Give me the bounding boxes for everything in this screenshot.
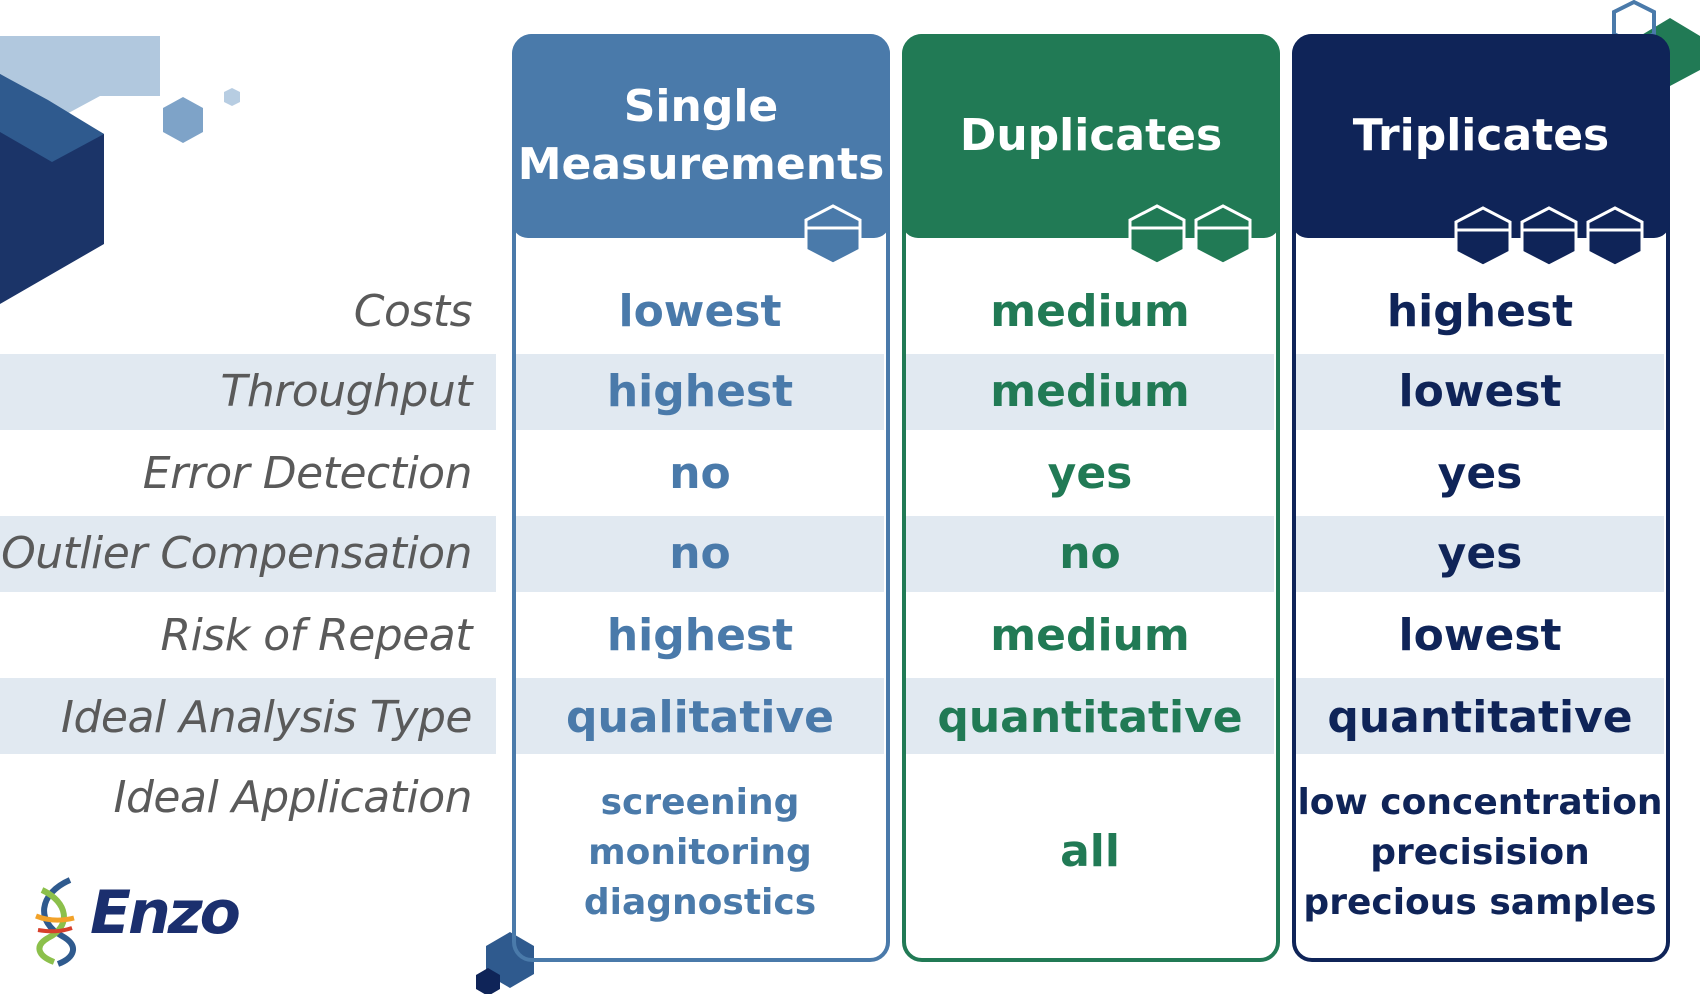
cell-triplicates-throughput: lowest bbox=[1398, 366, 1562, 417]
column-header-triplicates: Triplicates bbox=[1292, 34, 1670, 238]
application-line: precisision bbox=[1370, 832, 1590, 873]
cell-single-application: screening monitoring diagnostics bbox=[516, 778, 884, 928]
decorative-hexagons-top-left bbox=[0, 36, 240, 304]
column-title-line2: Measurements bbox=[517, 139, 885, 190]
cell-triplicates-risk-of-repeat: lowest bbox=[1398, 610, 1562, 661]
cell-duplicates-error-detection: yes bbox=[1047, 448, 1133, 499]
row-label-ideal-analysis-type: Ideal Analysis Type bbox=[60, 692, 473, 743]
cell-single-error-detection: no bbox=[669, 448, 731, 499]
dna-helix-icon bbox=[35, 877, 76, 967]
column-triplicates: Triplicates bbox=[1292, 34, 1670, 962]
column-header-duplicates: Duplicates bbox=[902, 34, 1280, 238]
application-line: screening bbox=[600, 782, 800, 823]
row-label-costs: Costs bbox=[353, 286, 473, 337]
column-single-measurements: Single Measurements bbox=[512, 34, 890, 962]
cell-duplicates-costs: medium bbox=[990, 286, 1190, 337]
application-line: diagnostics bbox=[583, 882, 817, 923]
cell-single-throughput: highest bbox=[606, 366, 794, 417]
column-header-single: Single Measurements bbox=[512, 34, 890, 238]
column-title-line1: Duplicates bbox=[959, 110, 1223, 161]
application-line: precious samples bbox=[1303, 882, 1657, 923]
row-label-throughput: Throughput bbox=[220, 366, 472, 417]
cell-duplicates-analysis-type: quantitative bbox=[937, 692, 1243, 743]
well-icons-duplicates bbox=[1128, 204, 1252, 266]
row-label-error-detection: Error Detection bbox=[142, 448, 473, 499]
column-title-line1: Single bbox=[623, 81, 779, 132]
column-title-line1: Triplicates bbox=[1352, 110, 1610, 161]
cell-single-risk-of-repeat: highest bbox=[606, 610, 794, 661]
cell-single-analysis-type: qualitative bbox=[565, 692, 835, 743]
cell-triplicates-error-detection: yes bbox=[1437, 448, 1523, 499]
cell-triplicates-application: low concentration precisision precious s… bbox=[1296, 778, 1664, 928]
cell-triplicates-outlier-compensation: yes bbox=[1437, 528, 1523, 579]
well-icons-triplicates bbox=[1454, 206, 1644, 268]
application-line: monitoring bbox=[588, 832, 812, 873]
row-label-risk-of-repeat: Risk of Repeat bbox=[160, 610, 473, 661]
cell-duplicates-risk-of-repeat: medium bbox=[990, 610, 1190, 661]
logo-wordmark: Enzo bbox=[90, 878, 241, 948]
cell-duplicates-outlier-compensation: no bbox=[1059, 528, 1121, 579]
cell-duplicates-application: all bbox=[906, 826, 1274, 877]
cell-single-costs: lowest bbox=[618, 286, 782, 337]
cell-triplicates-costs: highest bbox=[1386, 286, 1574, 337]
row-label-outlier-compensation: Outlier Compensation bbox=[1, 528, 472, 579]
application-line: low concentration bbox=[1297, 782, 1663, 823]
well-icon-single bbox=[804, 204, 862, 266]
cell-triplicates-analysis-type: quantitative bbox=[1327, 692, 1633, 743]
row-label-ideal-application: Ideal Application bbox=[113, 772, 473, 823]
column-duplicates: Duplicates bbox=[902, 34, 1280, 962]
cell-duplicates-throughput: medium bbox=[990, 366, 1190, 417]
cell-single-outlier-compensation: no bbox=[669, 528, 731, 579]
application-line: all bbox=[1060, 826, 1120, 877]
